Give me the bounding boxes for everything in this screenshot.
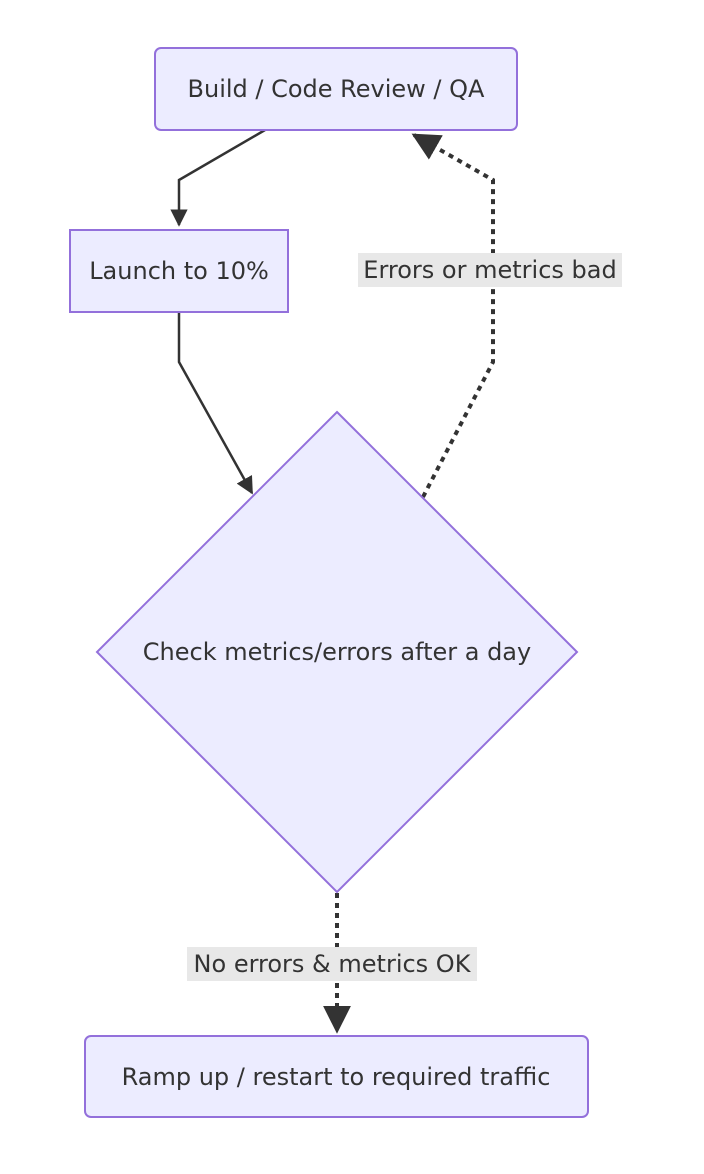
edge-build-to-launch (170, 128, 266, 227)
edge-label-no-errors-metrics-ok: No errors & metrics OK (187, 947, 477, 981)
node-label: Ramp up / restart to required traffic (122, 1063, 551, 1091)
edge-label-background (187, 947, 477, 981)
node-box (84, 1035, 589, 1118)
node-box (154, 47, 518, 131)
edge-launch-to-check (177, 312, 254, 495)
node-check-metrics-decision: Check metrics/errors after a day (95, 410, 579, 894)
edge-label-text: Errors or metrics bad (363, 256, 616, 284)
decision-diamond (95, 410, 579, 894)
node-label: Build / Code Review / QA (188, 75, 486, 103)
node-ramp-up-restart: Ramp up / restart to required traffic (84, 1035, 589, 1118)
node-launch-to-10-percent: Launch to 10% (69, 229, 289, 313)
edge-label-text: No errors & metrics OK (194, 950, 472, 978)
node-label: Launch to 10% (89, 257, 269, 285)
edge-check-to-build (411, 133, 495, 498)
node-label: Check metrics/errors after a day (143, 638, 531, 666)
edge-label-errors-or-metrics-bad: Errors or metrics bad (358, 253, 622, 287)
node-build-code-review-qa: Build / Code Review / QA (154, 47, 518, 131)
edge-label-background (358, 253, 622, 287)
node-box (69, 229, 289, 313)
